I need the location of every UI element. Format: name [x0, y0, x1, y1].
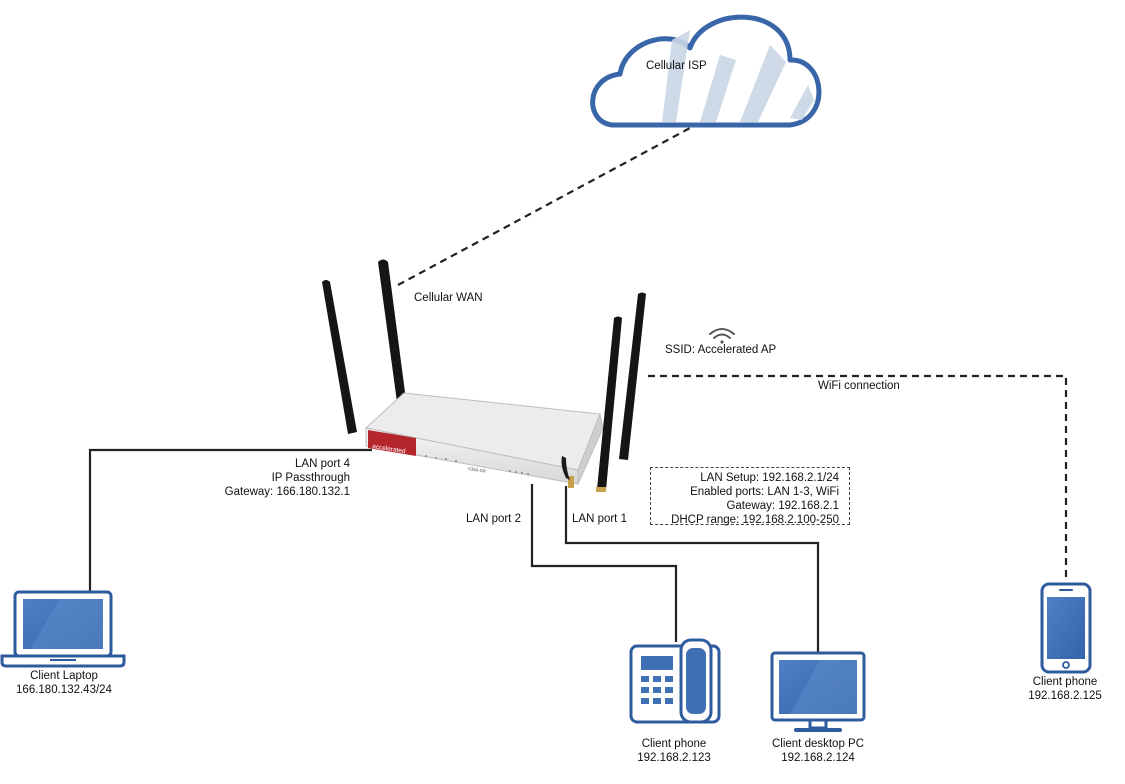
lan4-line3: Gateway: 166.180.132.1 — [224, 486, 350, 498]
lan4-label: LAN port 4 IP Passthrough Gateway: 166.1… — [200, 457, 350, 499]
lan4-cable — [88, 448, 372, 592]
cellular-wan-link — [397, 127, 691, 286]
desk-phone-caption: Client phone 192.168.2.123 — [637, 737, 711, 765]
wifi-connection-label: WiFi connection — [818, 380, 900, 392]
desk-phone-name: Client phone — [641, 738, 707, 750]
lan1-label: LAN port 1 — [572, 513, 627, 525]
lan4-line2: IP Passthrough — [271, 472, 350, 484]
desk-phone-ip: 192.168.2.123 — [637, 752, 711, 764]
lan-setup-line1: LAN Setup: 192.168.2.1/24 — [700, 472, 839, 484]
router-icon: accelerated 6350-SR — [322, 259, 646, 492]
mobile-phone-icon — [1040, 582, 1092, 674]
lan2-label: LAN port 2 — [466, 513, 521, 525]
connection-lines — [88, 127, 1068, 654]
desktop-name: Client desktop PC — [771, 738, 865, 750]
lan2-cable — [530, 484, 678, 642]
lan4-line1: LAN port 4 — [295, 458, 350, 470]
mobile-caption: Client phone 192.168.2.125 — [1028, 675, 1102, 703]
mobile-name: Client phone — [1032, 676, 1098, 688]
cloud-icon — [590, 14, 822, 128]
cloud-label: Cellular ISP — [646, 60, 707, 72]
wifi-link — [648, 374, 1068, 582]
cellular-wan-label: Cellular WAN — [414, 292, 483, 304]
lan1-cable — [564, 486, 820, 654]
ssid-label: SSID: Accelerated AP — [665, 344, 777, 356]
desktop-ip: 192.168.2.124 — [781, 752, 855, 764]
lan-setup-line4: DHCP range: 192.168.2.100-250 — [671, 514, 839, 526]
laptop-icon — [0, 590, 126, 668]
wifi-icon — [709, 328, 735, 344]
router-model: 6350-SR — [468, 466, 487, 474]
lan-setup-box: LAN Setup: 192.168.2.1/24 Enabled ports:… — [650, 467, 850, 526]
laptop-caption: Client Laptop 166.180.132.43/24 — [16, 669, 112, 697]
desktop-caption: Client desktop PC 192.168.2.124 — [772, 737, 864, 765]
desk-phone-icon — [629, 638, 721, 724]
laptop-ip: 166.180.132.43/24 — [16, 684, 112, 696]
mobile-ip: 192.168.2.125 — [1028, 690, 1102, 702]
lan-setup-line3: Gateway: 192.168.2.1 — [726, 500, 839, 512]
lan-setup-line2: Enabled ports: LAN 1-3, WiFi — [690, 486, 839, 498]
desktop-monitor-icon — [770, 651, 866, 732]
laptop-name: Client Laptop — [30, 670, 98, 682]
